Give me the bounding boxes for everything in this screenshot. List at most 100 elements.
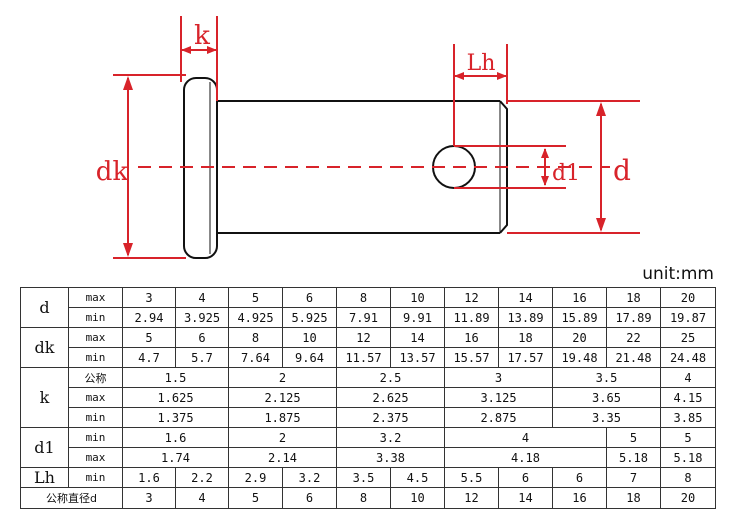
value-cell: 4.15 <box>660 387 716 408</box>
value-cell: 8 <box>660 467 716 488</box>
label-d: d <box>613 154 631 187</box>
value-cell: 3.2 <box>336 427 445 448</box>
value-cell: 3.85 <box>660 407 716 428</box>
value-cell: 4.7 <box>122 347 176 368</box>
value-cell: 12 <box>336 327 391 348</box>
value-cell: 9.91 <box>390 307 445 328</box>
label-dk: dk <box>96 157 129 187</box>
value-cell: 1.375 <box>122 407 229 428</box>
value-cell: 12 <box>444 487 499 509</box>
value-cell: 5.925 <box>282 307 337 328</box>
value-cell: 14 <box>498 487 553 509</box>
value-cell: 8 <box>228 327 283 348</box>
value-cell: 4 <box>444 427 607 448</box>
value-cell: 11.57 <box>336 347 391 368</box>
value-cell: 3.65 <box>552 387 661 408</box>
value-cell: 17.57 <box>498 347 553 368</box>
value-cell: 20 <box>552 327 607 348</box>
value-cell: 5 <box>228 287 283 308</box>
value-cell: 6 <box>282 487 337 509</box>
value-cell: 24.48 <box>660 347 716 368</box>
value-cell: 3.38 <box>336 447 445 468</box>
value-cell: 7.64 <box>228 347 283 368</box>
value-cell: 6 <box>175 327 229 348</box>
value-cell: 14 <box>498 287 553 308</box>
value-cell: 10 <box>390 487 445 509</box>
value-cell: 2.625 <box>336 387 445 408</box>
value-cell: 3.5 <box>552 367 661 388</box>
value-cell: 5 <box>660 427 716 448</box>
bound-label: min <box>68 347 123 368</box>
value-cell: 2 <box>228 367 337 388</box>
bound-label: max <box>68 287 123 308</box>
label-d1: d1 <box>552 161 580 186</box>
value-cell: 1.5 <box>122 367 229 388</box>
bound-label: min <box>68 467 123 488</box>
value-cell: 8 <box>336 487 391 509</box>
value-cell: 1.875 <box>228 407 337 428</box>
value-cell: 1.74 <box>122 447 229 468</box>
bound-label: 公称 <box>68 367 123 388</box>
param-label: k <box>20 367 69 428</box>
value-cell: 19.48 <box>552 347 607 368</box>
value-cell: 1.6 <box>122 467 176 488</box>
value-cell: 17.89 <box>606 307 661 328</box>
value-cell: 11.89 <box>444 307 499 328</box>
value-cell: 7.91 <box>336 307 391 328</box>
value-cell: 14 <box>390 327 445 348</box>
value-cell: 2.14 <box>228 447 337 468</box>
param-label: d1 <box>20 427 69 468</box>
label-lh: Lh <box>467 51 496 76</box>
value-cell: 3 <box>122 487 176 509</box>
value-cell: 2.5 <box>336 367 445 388</box>
bound-label: max <box>68 447 123 468</box>
bound-label: max <box>68 387 123 408</box>
value-cell: 2 <box>228 427 337 448</box>
value-cell: 3.2 <box>282 467 337 488</box>
value-cell: 3 <box>444 367 553 388</box>
value-cell: 2.2 <box>175 467 229 488</box>
value-cell: 2.94 <box>122 307 176 328</box>
value-cell: 1.625 <box>122 387 229 408</box>
value-cell: 3.5 <box>336 467 391 488</box>
value-cell: 3.925 <box>175 307 229 328</box>
value-cell: 5.18 <box>660 447 716 468</box>
value-cell: 4.925 <box>228 307 283 328</box>
value-cell: 10 <box>390 287 445 308</box>
bound-label: max <box>68 327 123 348</box>
label-k: k <box>194 21 210 51</box>
value-cell: 16 <box>444 327 499 348</box>
value-cell: 15.57 <box>444 347 499 368</box>
value-cell: 5.5 <box>444 467 499 488</box>
value-cell: 16 <box>552 487 607 509</box>
value-cell: 18 <box>606 287 661 308</box>
pin-outline <box>183 77 508 259</box>
value-cell: 6 <box>552 467 607 488</box>
value-cell: 5 <box>606 427 661 448</box>
dimension-lines <box>113 16 640 259</box>
value-cell: 7 <box>606 467 661 488</box>
value-cell: 3.35 <box>552 407 661 428</box>
nominal-diameter-label: 公称直径d <box>20 487 123 509</box>
value-cell: 3.125 <box>444 387 553 408</box>
value-cell: 4 <box>175 287 229 308</box>
value-cell: 5 <box>122 327 176 348</box>
value-cell: 5 <box>228 487 283 509</box>
value-cell: 13.89 <box>498 307 553 328</box>
param-label: Lh <box>20 467 69 488</box>
value-cell: 18 <box>606 487 661 509</box>
value-cell: 8 <box>336 287 391 308</box>
value-cell: 1.6 <box>122 427 229 448</box>
value-cell: 22 <box>606 327 661 348</box>
value-cell: 9.64 <box>282 347 337 368</box>
value-cell: 2.375 <box>336 407 445 428</box>
value-cell: 4.5 <box>390 467 445 488</box>
